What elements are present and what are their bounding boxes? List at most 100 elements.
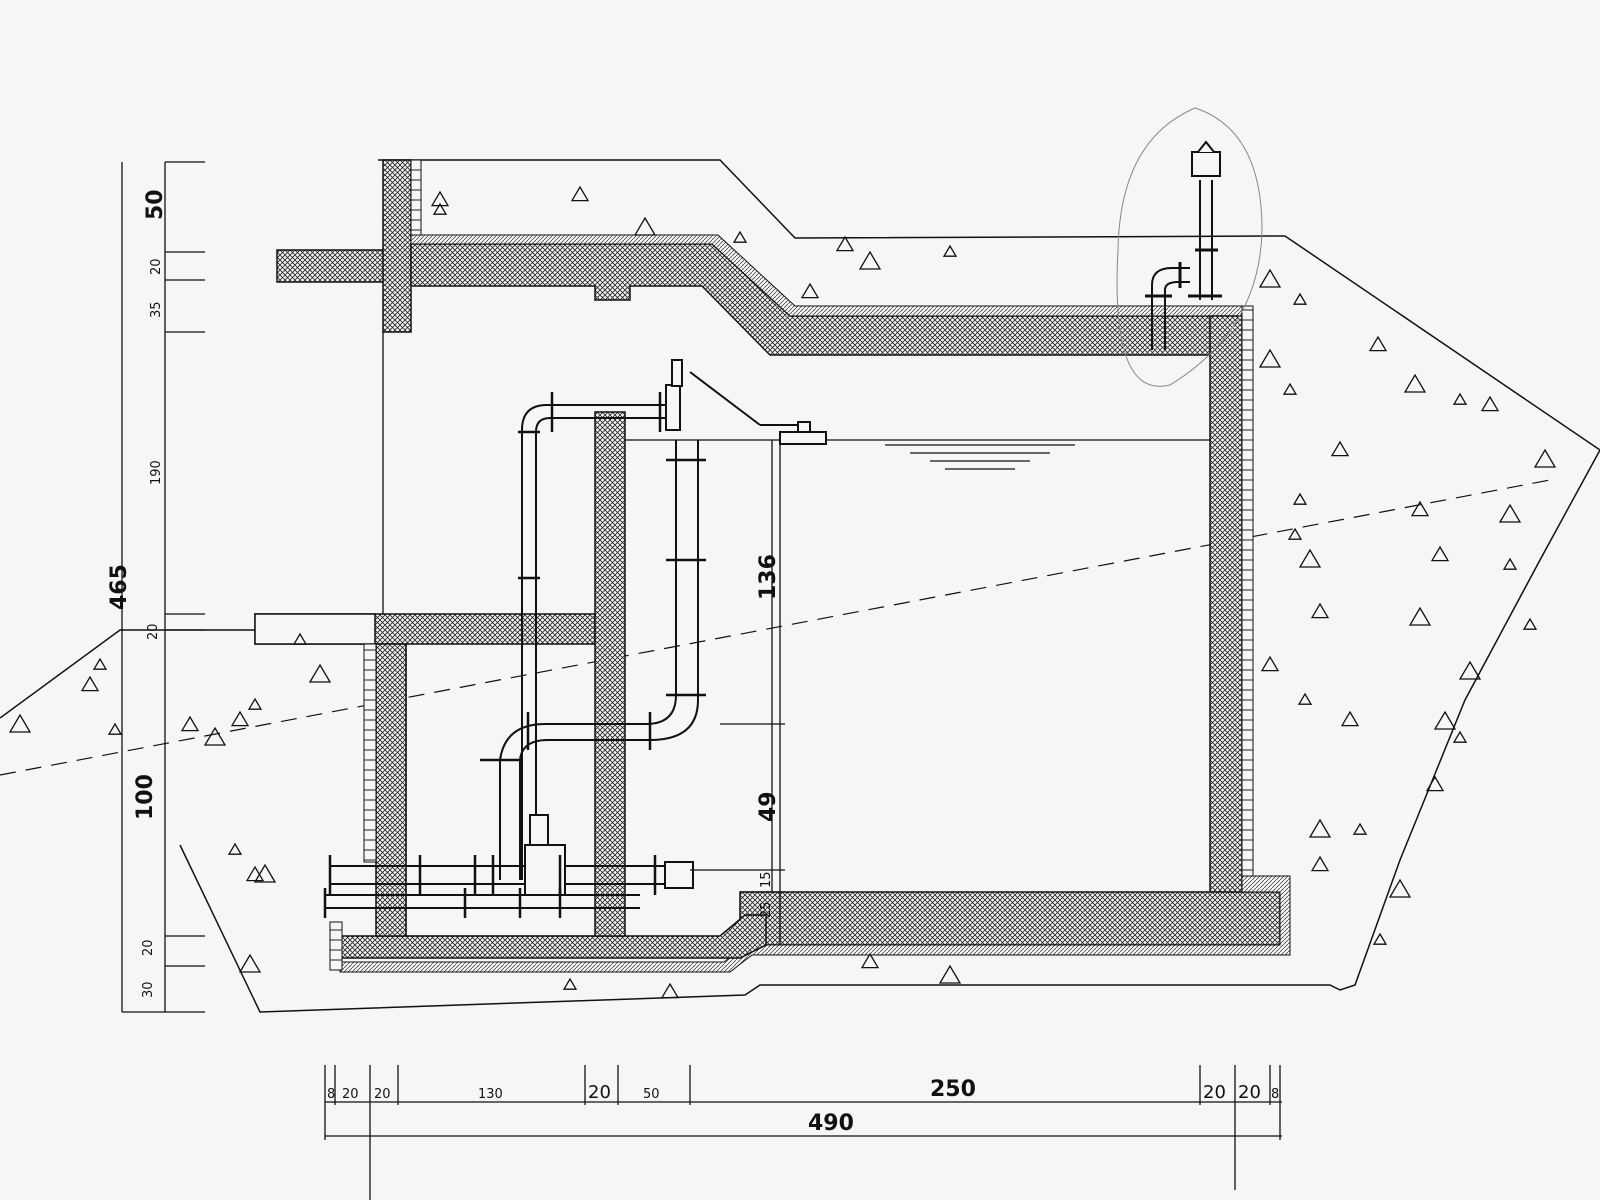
aggregate-triangle-icon [1372, 932, 1388, 945]
aggregate-triangle-icon [1308, 818, 1332, 838]
aggregate-triangle-icon [1310, 602, 1330, 619]
aggregate-triangle-icon [1310, 855, 1330, 872]
piping [325, 359, 699, 909]
aggregate-triangle-icon [1480, 395, 1500, 412]
inner-dimension-labels: 136 49 15 25 [756, 554, 781, 918]
dim-seg-5: 50 [643, 1087, 660, 1102]
aggregate-triangle-icon [203, 726, 227, 746]
aggregate-triangle-icon [1498, 503, 1522, 523]
aggregate-triangle-icon [1258, 348, 1282, 368]
inner-dimension-lines [690, 440, 785, 945]
aggregate-triangle-icon [430, 190, 450, 207]
aggregate-triangle-icon [1425, 775, 1445, 792]
water-surface-icon [885, 444, 1075, 470]
aggregate-triangle-icon [247, 697, 263, 710]
roof-slab [410, 243, 1251, 356]
aggregate-triangle-icon [92, 657, 108, 670]
dim-base-slab: 20 [141, 939, 156, 956]
earth-outline [0, 159, 1600, 1013]
aggregate-triangle-icon [1368, 335, 1388, 352]
aggregate-triangle-icon [245, 865, 265, 882]
aggregate-triangle-icon [1282, 382, 1298, 395]
dim-seg-8: 20 [1238, 1082, 1261, 1103]
aggregate-triangle-icon [292, 632, 308, 645]
aggregate-triangle-icon [570, 185, 590, 202]
dim-base-blinding: 30 [141, 981, 156, 998]
aggregate-triangle-icon [860, 952, 880, 969]
aggregate-triangle-icon [1258, 268, 1282, 288]
aggregate-triangle-icon [633, 216, 657, 236]
aggregate-triangle-icon [1452, 392, 1468, 405]
dim-seg-4: 20 [588, 1082, 611, 1103]
aggregate-triangle-icon [80, 675, 100, 692]
aggregate-triangle-icon [562, 977, 578, 990]
horizontal-dimension-labels: 8 20 20 130 20 50 250 20 20 8 490 [327, 1077, 1279, 1136]
horizontal-dimension-lines [324, 1065, 1282, 1200]
dim-top-fill: 50 [143, 189, 168, 220]
aggregate-triangle-icon [1260, 655, 1280, 672]
right-wall [1209, 315, 1243, 897]
chamber-outlines [382, 332, 1210, 937]
dim-mid-slab: 20 [146, 623, 161, 640]
aggregate-triangle-icon [180, 715, 200, 732]
dim-seg-7: 20 [1203, 1082, 1226, 1103]
dim-15: 15 [759, 871, 774, 888]
float-valve-icon [689, 371, 827, 445]
dim-seg-2: 20 [374, 1087, 391, 1102]
left-lower-brick [363, 643, 377, 863]
aggregate-triangle-icon [1297, 692, 1313, 705]
aggregate-triangle-icon [1502, 557, 1518, 570]
aggregate-triangle-icon [1522, 617, 1538, 630]
aggregate-triangle-icon [1352, 822, 1368, 835]
aggregate-triangle-icon [1298, 548, 1322, 568]
aggregate-triangle-icon [8, 713, 32, 733]
aggregate-triangle-icon [238, 953, 262, 973]
pipe-flanges [323, 392, 706, 918]
dim-seg-6: 250 [930, 1077, 976, 1102]
pencil-mark [1116, 107, 1263, 387]
dim-water-depth: 136 [756, 554, 781, 600]
groundwater-line [0, 479, 1551, 776]
vertical-dimension-lines [121, 161, 205, 1013]
dim-total-width: 490 [808, 1111, 854, 1136]
dim-pipe-height: 49 [756, 791, 781, 822]
left-upper-brick [410, 159, 422, 236]
aggregate-symbols [8, 185, 1557, 999]
aggregate-triangle-icon [230, 710, 250, 727]
aggregate-triangle-icon [253, 863, 277, 883]
dim-seg-9: 8 [1271, 1087, 1279, 1102]
aggregate-triangle-icon [308, 663, 332, 683]
dim-upper-height: 190 [149, 460, 164, 485]
aggregate-triangle-icon [107, 722, 123, 735]
left-lower-wall [375, 643, 407, 937]
aggregate-triangle-icon [942, 244, 958, 257]
aggregate-triangle-icon [1452, 730, 1468, 743]
dim-lower-height: 100 [133, 774, 158, 820]
aggregate-triangle-icon [1287, 527, 1303, 540]
aggregate-triangle-icon [1292, 292, 1308, 305]
left-upper-wall [382, 159, 412, 333]
aggregate-triangle-icon [432, 202, 448, 215]
dim-seg-1: 20 [342, 1087, 359, 1102]
aggregate-triangle-icon [1403, 373, 1427, 393]
aggregate-triangle-icon [1433, 710, 1457, 730]
middle-slab-overhang [254, 613, 376, 645]
aggregate-triangle-icon [1330, 440, 1350, 457]
vent-pipe-icon [1145, 140, 1222, 350]
dim-total-height: 465 [107, 564, 132, 610]
right-brick [1241, 305, 1254, 877]
aggregate-triangle-icon [1388, 878, 1412, 898]
dim-roof-slab: 20 [149, 258, 164, 275]
aggregate-triangle-icon [1533, 448, 1557, 468]
dim-seg-3: 130 [478, 1087, 503, 1102]
aggregate-triangle-icon [732, 230, 748, 243]
aggregate-triangle-icon [1408, 606, 1432, 626]
aggregate-triangle-icon [660, 982, 680, 999]
dim-25: 25 [759, 901, 774, 918]
dim-seg-0: 8 [327, 1087, 335, 1102]
aggregate-triangle-icon [1410, 500, 1430, 517]
aggregate-triangle-icon [835, 235, 855, 252]
aggregate-triangle-icon [1340, 710, 1360, 727]
